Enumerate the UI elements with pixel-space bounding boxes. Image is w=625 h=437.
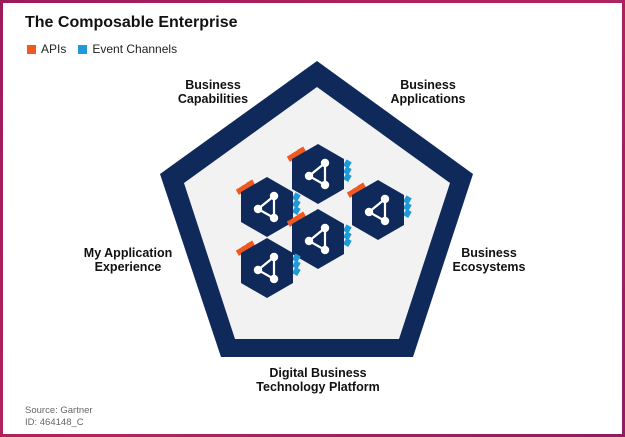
network-triangle-icon [304,223,330,255]
label-my-application-experience: My Application Experience [83,246,173,274]
event-connector [403,195,412,205]
source-note: Source: Gartner ID: 464148_C [25,405,93,428]
legend-events: Event Channels [78,42,177,56]
event-connector [343,159,352,169]
diagram-card: The Composable Enterprise APIs Event Cha… [3,3,622,434]
network-triangle-icon [304,158,330,190]
api-connector [297,146,307,156]
network-triangle-icon [253,252,279,284]
hexagon-shape [292,144,344,204]
hexagon-shape [352,180,404,240]
label-business-applications: Business Applications [390,78,466,106]
network-triangle-icon [364,194,390,226]
page-title: The Composable Enterprise [25,14,238,31]
events-swatch [78,44,88,54]
module-hexagon [286,209,352,269]
event-connector [343,237,352,247]
event-connector [292,266,301,276]
legend: APIs Event Channels [27,42,183,56]
hexagon-shape [241,177,293,237]
event-connector [292,199,301,209]
module-hexagon [235,238,301,298]
label-business-capabilities: Business Capabilities [177,78,249,106]
api-connector [246,240,256,250]
event-connector [343,224,352,234]
legend-apis-label: APIs [41,42,67,56]
network-triangle-icon [253,191,279,223]
event-connector [343,166,352,176]
event-connector [292,260,301,270]
event-connector [292,205,301,215]
module-hexagon [286,144,352,204]
label-business-ecosystems: Business Ecosystems [452,246,526,274]
legend-events-label: Event Channels [92,42,178,56]
event-connector [403,202,412,212]
api-connector [357,182,367,192]
hexagon-cluster [235,144,412,298]
module-hexagon [346,180,412,240]
hexagon-shape [292,209,344,269]
api-connector [246,179,256,189]
label-digital-business-platform: Digital Business Technology Platform [256,366,380,394]
legend-apis: APIs [27,42,66,56]
event-connector [343,172,352,182]
composable-pentagon-diagram [160,61,473,357]
event-connector [343,231,352,241]
apis-swatch [27,44,36,54]
event-connector [403,208,412,218]
event-connector [292,192,301,202]
hexagon-shape [241,238,293,298]
event-connector [292,253,301,263]
api-connector [297,211,307,221]
module-hexagon [235,177,301,237]
